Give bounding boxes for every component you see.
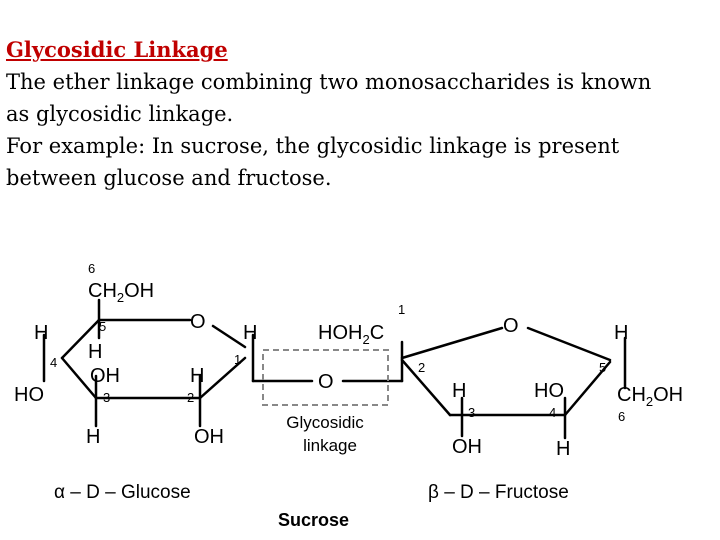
glucose-c4-ho: HO bbox=[14, 384, 44, 406]
fructose-c2-number: 2 bbox=[418, 360, 425, 375]
fructose-c3-h: H bbox=[452, 380, 466, 402]
fructose-ring-o: O bbox=[503, 315, 519, 337]
glycosidic-label-line-1: Glycosidic bbox=[286, 413, 364, 432]
fructose-c3-oh: OH bbox=[452, 436, 482, 458]
glucose-c5-h: H bbox=[34, 322, 48, 344]
slide-text: Glycosidic Linkage The ether linkage com… bbox=[6, 34, 712, 194]
glucose-c5-h-lower: H bbox=[88, 341, 102, 363]
fructose-c6-group: CH2OH bbox=[617, 384, 683, 409]
glucose-c2-oh: OH bbox=[194, 426, 224, 448]
fructose-labels: 1 HOH2C O H 2 5 H HO CH2OH 3 4 6 OH H bbox=[318, 302, 683, 460]
bond-lines bbox=[42, 298, 627, 440]
glucose-c3-h: H bbox=[86, 426, 100, 448]
glucose-c4-oh-inner: OH bbox=[90, 365, 120, 387]
glucose-ring-o: O bbox=[190, 311, 206, 333]
body-line-4: between glucose and fructose. bbox=[6, 166, 332, 190]
glucose-labels: 6 CH2OH O H 5 H 4 HO OH 3 H H 2 OH H 1 bbox=[14, 261, 257, 448]
glucose-c4-number: 4 bbox=[50, 355, 57, 370]
glucose-c2-h: H bbox=[190, 365, 204, 387]
linkage-labels: O Glycosidic linkage bbox=[286, 371, 364, 455]
fructose-c6-number: 6 bbox=[618, 409, 625, 424]
body-line-1: The ether linkage combining two monosacc… bbox=[6, 70, 652, 94]
glycosidic-oxygen: O bbox=[318, 371, 334, 393]
fructose-c5-h: H bbox=[614, 322, 628, 344]
body-line-3: For example: In sucrose, the glycosidic … bbox=[6, 134, 620, 158]
fructose-c4-number: 4 bbox=[549, 405, 556, 420]
glucose-c6-number: 6 bbox=[88, 261, 95, 276]
fructose-name: β – D – Fructose bbox=[428, 482, 569, 503]
glucose-c5-number: 5 bbox=[99, 319, 106, 334]
glucose-c2-number: 2 bbox=[187, 390, 194, 405]
fructose-c3-number: 3 bbox=[468, 405, 475, 420]
fructose-c1-group: HOH2C bbox=[318, 322, 384, 347]
slide-title: Glycosidic Linkage bbox=[6, 37, 228, 62]
body-line-2: as glycosidic linkage. bbox=[6, 102, 234, 126]
fructose-c4-h: H bbox=[556, 438, 570, 460]
glucose-c3-number: 3 bbox=[103, 390, 110, 405]
sucrose-structure-diagram: 6 CH2OH O H 5 H 4 HO OH 3 H H 2 OH H 1 O… bbox=[14, 261, 683, 530]
fructose-c5-number: 5 bbox=[599, 360, 606, 375]
glucose-c1-number: 1 bbox=[234, 352, 241, 367]
fructose-c1-number: 1 bbox=[398, 302, 405, 317]
fructose-c4-ho: HO bbox=[534, 380, 564, 402]
sucrose-caption: Sucrose bbox=[278, 510, 349, 530]
name-labels: α – D – Glucose β – D – Fructose Sucrose bbox=[54, 482, 569, 530]
glucose-c6-group: CH2OH bbox=[88, 280, 154, 305]
glucose-c1-h: H bbox=[243, 322, 257, 344]
glucose-name: α – D – Glucose bbox=[54, 482, 191, 503]
glycosidic-label-line-2: linkage bbox=[303, 436, 357, 455]
glycosidic-linkage-box bbox=[262, 349, 389, 406]
